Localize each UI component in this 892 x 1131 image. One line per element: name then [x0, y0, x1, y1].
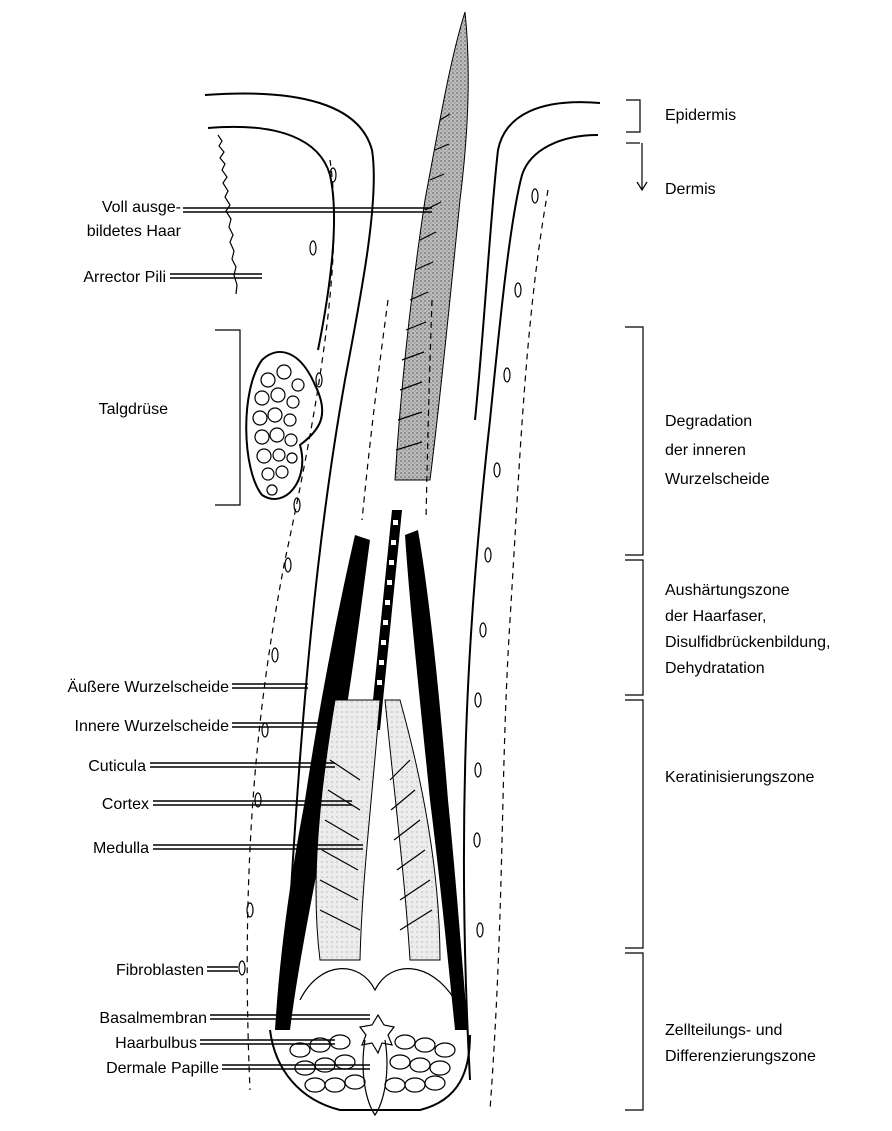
- right-labels: Epidermis Dermis Degradation der inneren…: [665, 107, 830, 1065]
- label-degradation-line1: Degradation: [665, 413, 752, 430]
- label-voll-line1: Voll ausge-: [102, 199, 181, 216]
- label-zellteilung-line1: Zellteilungs- und: [665, 1022, 782, 1039]
- label-medulla: Medulla: [93, 840, 149, 857]
- label-cortex: Cortex: [102, 796, 149, 813]
- label-cuticula: Cuticula: [88, 758, 146, 775]
- label-papille: Dermale Papille: [106, 1060, 219, 1077]
- label-fibro: Fibroblasten: [116, 962, 204, 979]
- leader-cuticula: [150, 763, 335, 767]
- bracket-kerat: [625, 700, 643, 948]
- label-bulbus: Haarbulbus: [115, 1035, 197, 1052]
- leader-voll: [183, 208, 432, 212]
- skin-outline: [205, 93, 600, 1110]
- label-kerat: Keratinisierungszone: [665, 769, 815, 786]
- label-degradation-line2: der inneren: [665, 442, 746, 459]
- leader-arrector: [170, 274, 262, 278]
- label-zellteilung-line2: Differenzierungszone: [665, 1048, 816, 1065]
- medulla-column: [370, 510, 402, 730]
- bracket-zellteilung: [625, 953, 643, 1110]
- sebaceous-gland: [215, 330, 322, 505]
- label-arrector: Arrector Pili: [83, 269, 166, 286]
- label-aushaertung-line2: der Haarfaser,: [665, 608, 766, 625]
- label-talg: Talgdrüse: [99, 401, 168, 418]
- label-dermis: Dermis: [665, 181, 716, 198]
- label-aushaertung-line4: Dehydratation: [665, 660, 765, 677]
- leader-bulbus: [200, 1040, 335, 1044]
- label-basal: Basalmembran: [99, 1010, 207, 1027]
- leader-aeussere: [232, 684, 308, 688]
- bracket-degradation: [625, 327, 643, 555]
- label-aushaertung-line3: Disulfidbrückenbildung,: [665, 634, 830, 651]
- label-aeussere: Äußere Wurzelscheide: [67, 678, 229, 696]
- label-epidermis: Epidermis: [665, 107, 736, 124]
- right-brackets: [625, 100, 647, 1110]
- bracket-aushaertung: [625, 560, 643, 695]
- label-innere: Innere Wurzelscheide: [75, 718, 230, 735]
- label-aushaertung-line1: Aushärtungszone: [665, 582, 790, 599]
- leader-papille: [222, 1065, 370, 1069]
- hair-shaft: [395, 12, 468, 480]
- label-voll-line2: bildetes Haar: [87, 223, 182, 240]
- label-degradation-line3: Wurzelscheide: [665, 471, 770, 488]
- arrector-pili-squiggle: [218, 135, 237, 294]
- leader-innere: [232, 723, 322, 727]
- left-labels: Voll ausge- bildetes Haar Arrector Pili …: [67, 199, 229, 1077]
- leader-fibro: [207, 967, 238, 971]
- bracket-epidermis: [626, 100, 640, 132]
